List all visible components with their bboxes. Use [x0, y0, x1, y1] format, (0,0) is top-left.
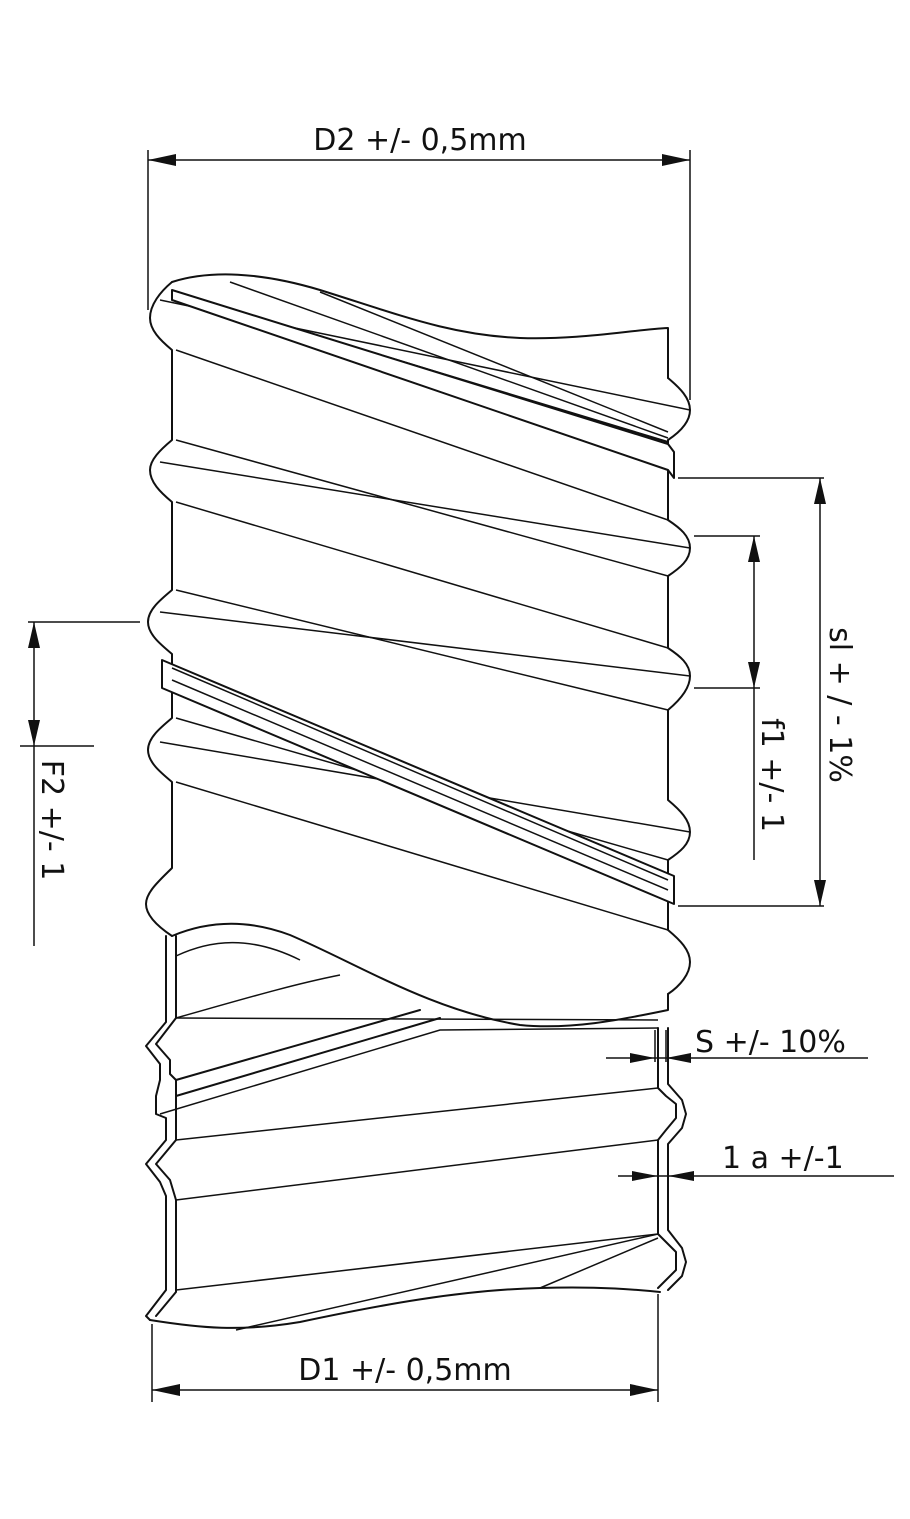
- dimension-f2: F2 +/- 1: [20, 621, 140, 946]
- hose-left-profile: [145, 281, 173, 937]
- hose-top-cut: [171, 273, 669, 379]
- sl-label: sl + / - 1%: [822, 627, 857, 783]
- dimension-sl: sl + / - 1%: [678, 477, 857, 907]
- d1-label: D1 +/- 0,5mm: [298, 1353, 512, 1388]
- f1-label: f1 +/- 1: [754, 718, 789, 832]
- hose-inner-cutaway: [145, 922, 687, 1331]
- dimension-d2: D2 +/- 0,5mm: [147, 123, 691, 400]
- interlock-strips: [161, 289, 675, 905]
- d2-label: D2 +/- 0,5mm: [313, 123, 527, 158]
- dimension-d1: D1 +/- 0,5mm: [151, 1294, 659, 1402]
- s-label: S +/- 10%: [695, 1025, 846, 1060]
- a-label: 1 a +/-1: [722, 1141, 844, 1176]
- dimension-a: 1 a +/-1: [618, 1141, 894, 1181]
- dimension-f1: f1 +/- 1: [694, 535, 789, 860]
- dimension-s: S +/- 10%: [606, 1025, 868, 1063]
- f2-label: F2 +/- 1: [34, 760, 69, 881]
